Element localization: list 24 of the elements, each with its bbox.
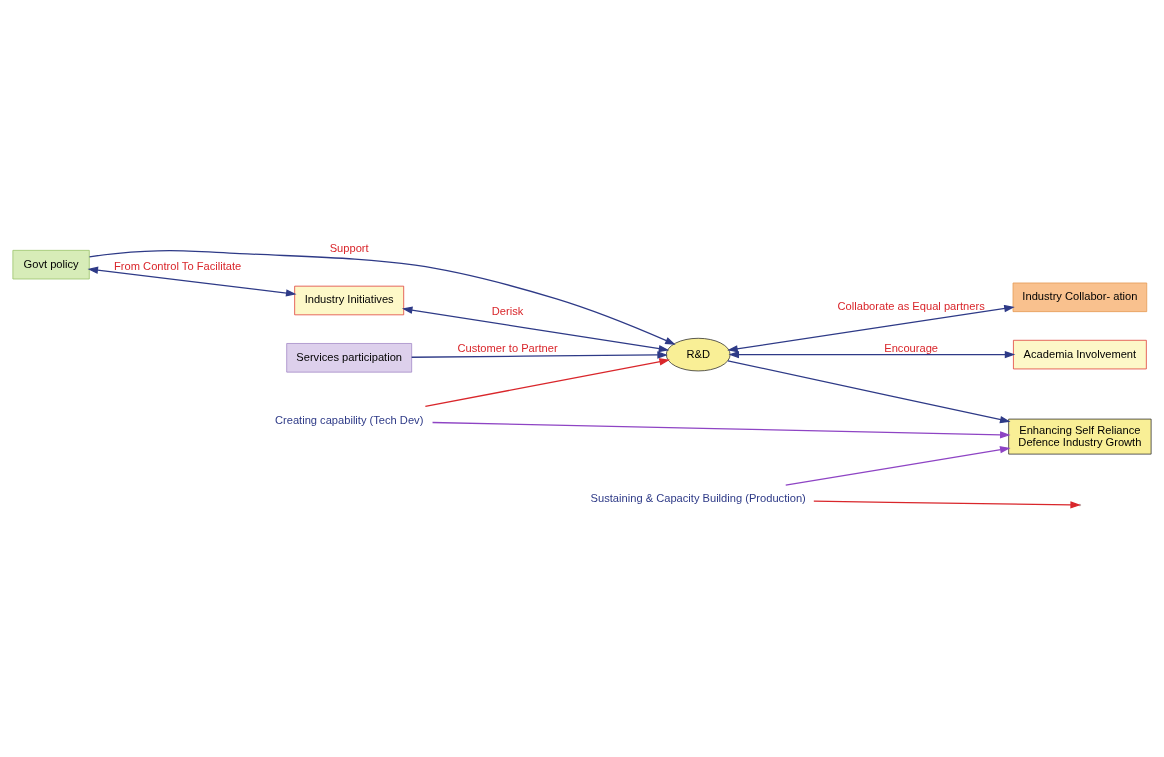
node-text: Creating capability (Tech Dev) xyxy=(274,413,424,426)
edge-label: Derisk xyxy=(491,304,524,317)
node-text: Sustaining & Capacity Building (Production) xyxy=(590,492,806,505)
edge-label: Collaborate as Equal partners xyxy=(837,300,985,313)
node-box: Industry Collabor- ation xyxy=(1012,282,1148,313)
arrow xyxy=(402,306,670,353)
node-box: Academia Involvement xyxy=(1013,339,1147,370)
edge-label: Encourage xyxy=(884,341,939,354)
node-box: Govt policy xyxy=(12,249,90,280)
node-box: Industry Initiatives xyxy=(294,285,405,316)
edge-label: Customer to Partner xyxy=(457,342,558,355)
node-box: Enhancing Self Reliance Defence Industry Growth xyxy=(1008,418,1152,455)
arrow xyxy=(785,446,1011,486)
edge-label: Support xyxy=(329,242,369,255)
arrow xyxy=(87,266,297,297)
arrow xyxy=(424,358,670,407)
edge-label: From Control To Facilitate xyxy=(114,259,242,272)
arrow xyxy=(88,250,676,345)
arrow xyxy=(411,351,668,359)
node-box: Services participation xyxy=(286,343,413,373)
arrow xyxy=(727,360,1011,424)
arrow xyxy=(431,421,1011,439)
arrow xyxy=(728,350,1016,359)
arrow xyxy=(727,304,1015,353)
